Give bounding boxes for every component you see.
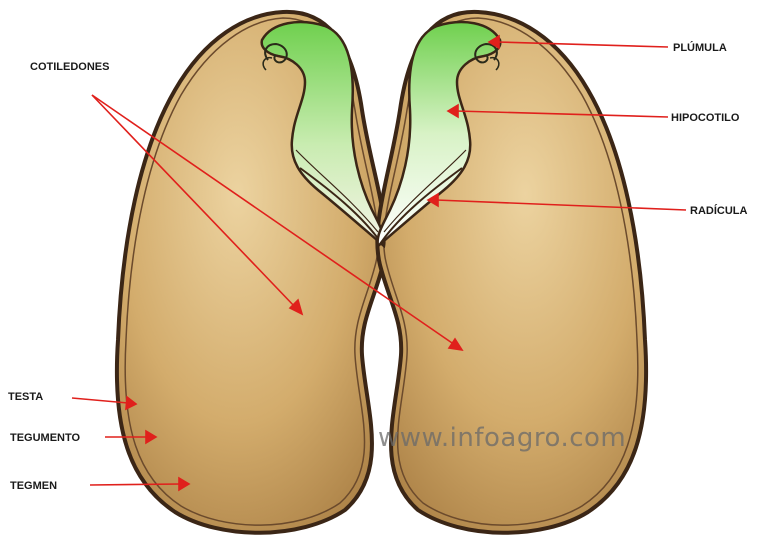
label-hipocotilo: HIPOCOTILO [671, 112, 740, 124]
tegmen-arrow [90, 484, 181, 485]
label-plumula: PLÚMULA [673, 41, 727, 54]
label-tegmen: TEGMEN [10, 480, 57, 492]
label-testa: TESTA [8, 391, 43, 403]
watermark-text: www.infoagro.com [378, 423, 626, 453]
label-radicula: RADÍCULA [690, 204, 747, 217]
label-tegumento: TEGUMENTO [10, 432, 81, 444]
label-cotiledones: COTILEDONES [30, 61, 109, 73]
